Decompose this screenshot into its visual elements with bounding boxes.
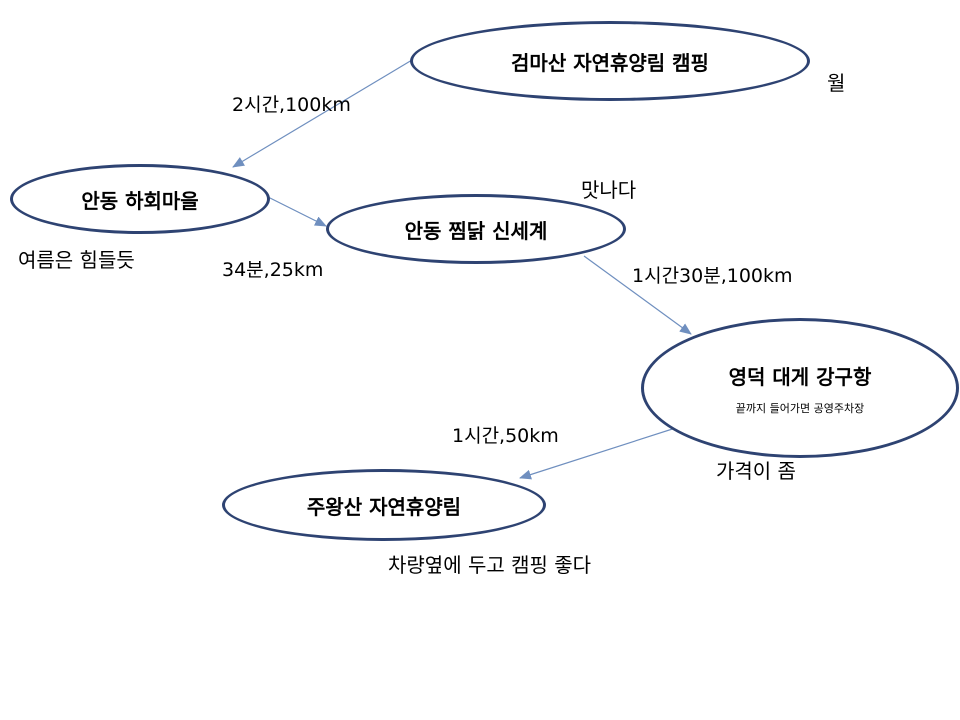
note-hahoe: 여름은 힘들듯: [18, 248, 135, 272]
edge-ganggu-to-juwangsan: [519, 423, 689, 480]
node-juwangsan[interactable]: 주왕산 자연휴양림: [222, 469, 546, 541]
node-ganggu-subtitle: 끝까지 들어가면 공영주차장: [735, 401, 865, 415]
note-ganggu: 가격이 좀: [716, 459, 796, 483]
node-jjimdak[interactable]: 안동 찜닭 신세계: [326, 194, 626, 264]
note-juwangsan: 차량옆에 두고 캠핑 좋다: [388, 553, 592, 577]
edge-gummasan-to-hahoe: [232, 59, 413, 168]
node-hahoe[interactable]: 안동 하회마을: [10, 164, 270, 234]
node-gummasan[interactable]: 검마산 자연휴양림 캠핑: [410, 21, 810, 101]
note-gummasan: 월: [827, 71, 846, 95]
node-ganggu[interactable]: 영덕 대게 강구항 끝까지 들어가면 공영주차장: [641, 318, 959, 458]
edge-label-jjimdak-ganggu: 1시간30분,100km: [632, 265, 793, 287]
edge-hahoe-to-jjimdak: [265, 195, 327, 227]
edge-label-hahoe-jjimdak: 34분,25km: [222, 259, 324, 281]
node-jjimdak-title: 안동 찜닭 신세계: [404, 218, 548, 243]
note-jjimdak: 맛나다: [581, 178, 637, 202]
node-juwangsan-title: 주왕산 자연휴양림: [306, 494, 462, 519]
edge-jjimdak-to-ganggu: [583, 255, 692, 335]
edge-label-ganggu-juwangsan: 1시간,50km: [452, 425, 559, 447]
edge-label-gummasan-hahoe: 2시간,100km: [232, 94, 351, 116]
node-gummasan-title: 검마산 자연휴양림 캠핑: [511, 50, 709, 75]
node-ganggu-title: 영덕 대게 강구항: [728, 364, 872, 389]
node-hahoe-title: 안동 하회마을: [81, 188, 199, 213]
